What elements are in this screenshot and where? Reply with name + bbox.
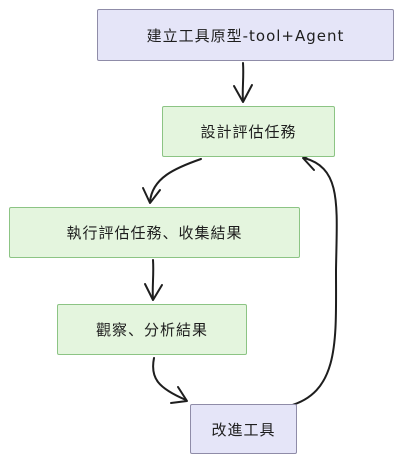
node-label: 改進工具 bbox=[211, 420, 276, 439]
edge-execute-to-observe bbox=[144, 259, 163, 301]
node-observe-and-analyze: 觀察、分析結果 bbox=[57, 304, 247, 355]
node-label: 建立工具原型-tool+Agent bbox=[146, 26, 345, 45]
node-build-prototype: 建立工具原型-tool+Agent bbox=[97, 9, 394, 61]
node-design-evaluation-tasks: 設計評估任務 bbox=[162, 106, 335, 157]
edge-prototype-to-design bbox=[233, 62, 253, 103]
node-improve-tool: 改進工具 bbox=[190, 404, 297, 454]
node-label: 設計評估任務 bbox=[200, 123, 297, 141]
node-label: 觀察、分析結果 bbox=[95, 321, 208, 339]
node-label: 執行評估任務、收集結果 bbox=[66, 224, 243, 242]
node-execute-and-collect: 執行評估任務、收集結果 bbox=[9, 207, 300, 258]
edge-design-to-execute bbox=[142, 158, 202, 204]
edge-improve-to-design bbox=[288, 152, 338, 407]
edge-observe-to-improve bbox=[152, 357, 188, 404]
